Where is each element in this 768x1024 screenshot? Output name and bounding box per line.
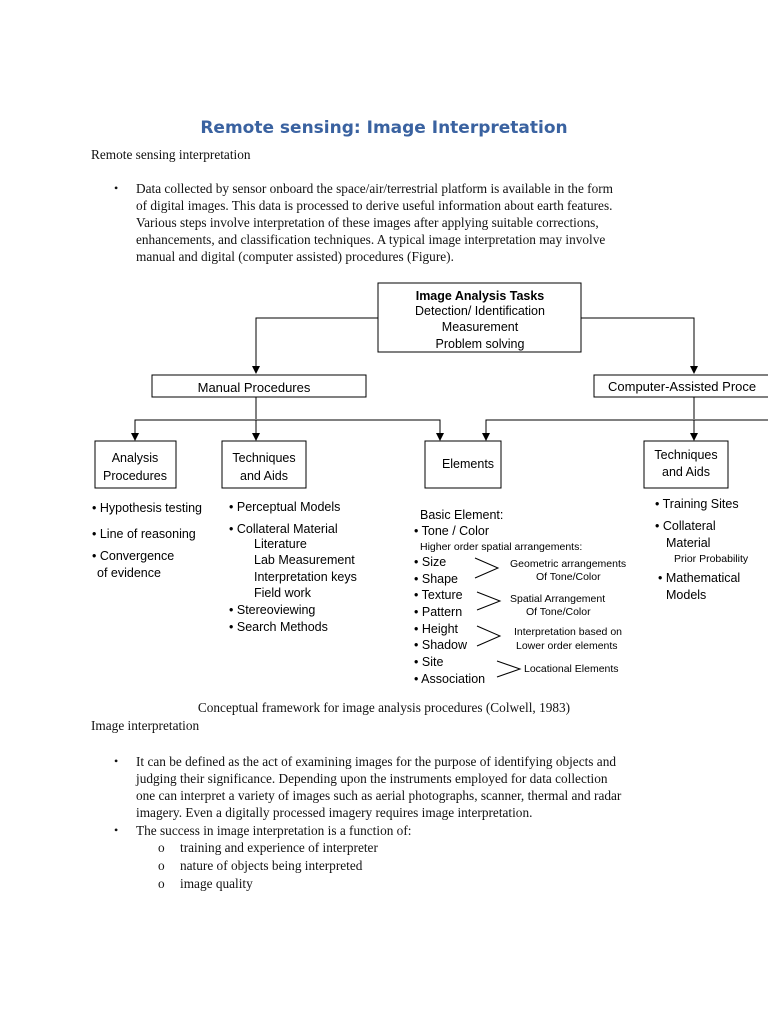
definition-line: judging their significance. Depending up… <box>136 771 608 786</box>
definition-line: imagery. Even a digitally processed imag… <box>136 805 533 820</box>
bullet-marker: • <box>114 181 119 195</box>
comp-item: • Training Sites <box>655 497 739 511</box>
sub-bullet: nature of objects being interpreted <box>180 858 363 873</box>
analysis-item: • Hypothesis testing <box>92 501 202 515</box>
intro-line: enhancements, and classification techniq… <box>136 232 606 247</box>
element-item: • Pattern <box>414 605 462 619</box>
intro-line: Data collected by sensor onboard the spa… <box>136 181 614 196</box>
page-title: Remote sensing: Image Interpretation <box>200 118 568 138</box>
element-item: • Site <box>414 655 443 669</box>
comp-item: Prior Probability <box>674 553 749 565</box>
techniques-label: and Aids <box>240 469 288 483</box>
brace-label: Of Tone/Color <box>526 606 591 618</box>
brace-label: Interpretation based on <box>514 626 622 638</box>
figure-caption: Conceptual framework for image analysis … <box>197 700 571 715</box>
root-line: Detection/ Identification <box>415 304 545 318</box>
definition-bullet: It can be defined as the act of examinin… <box>136 753 621 821</box>
brace-label: Of Tone/Color <box>536 571 601 583</box>
element-item: • Height <box>414 622 459 636</box>
brace <box>496 660 522 678</box>
tech-item: Lab Measurement <box>254 553 355 567</box>
intro-heading: Remote sensing interpretation <box>91 147 251 162</box>
tech-item: • Stereoviewing <box>229 603 315 617</box>
root-title: Image Analysis Tasks <box>416 289 545 303</box>
computer-box <box>593 374 768 398</box>
tech-item: • Search Methods <box>229 620 328 634</box>
brace-label: Locational Elements <box>524 663 619 675</box>
element-item: • Association <box>414 672 485 686</box>
tech-item: • Perceptual Models <box>229 500 340 514</box>
success-bullet: The success in image interpretation is a… <box>136 823 412 838</box>
sub-bullet-marker: o <box>158 858 165 873</box>
manual-label: Manual Procedures <box>198 380 311 395</box>
comp-item: • Mathematical <box>658 571 740 585</box>
elements-label: Elements <box>442 457 494 471</box>
section-heading: Image interpretation <box>91 718 200 733</box>
analysis-item: • Convergence <box>92 549 174 563</box>
intro-bullet: Data collected by sensor onboard the spa… <box>136 180 613 265</box>
elements-header: Basic Element: <box>420 508 503 522</box>
techniques-label: Techniques <box>232 451 295 465</box>
definition-line: one can interpret a variety of images su… <box>136 788 622 803</box>
comp-item: Models <box>666 588 706 602</box>
bullet-marker: • <box>114 754 119 768</box>
sub-bullet-marker: o <box>158 876 165 891</box>
analysis-label: Procedures <box>103 469 167 483</box>
element-item: • Tone / Color <box>414 524 489 538</box>
higher-order-label: Higher order spatial arrangements: <box>420 541 582 553</box>
brace <box>476 625 502 647</box>
techniques2-label: Techniques <box>654 448 717 462</box>
techniques2-label: and Aids <box>662 465 710 479</box>
element-item: • Shape <box>414 572 458 586</box>
analysis-framework-diagram: Image Analysis Tasks Detection/ Identifi… <box>92 282 768 686</box>
comp-item: Material <box>666 536 710 550</box>
brace <box>474 557 500 579</box>
brace <box>476 591 502 611</box>
element-item: • Size <box>414 555 446 569</box>
intro-line: of digital images. This data is processe… <box>136 198 613 213</box>
manual-box <box>151 374 367 398</box>
techniques-box <box>221 440 307 489</box>
connector <box>134 419 444 441</box>
root-line: Measurement <box>442 320 519 334</box>
elements-box <box>424 440 502 489</box>
element-item: • Shadow <box>414 638 468 652</box>
intro-line: Various steps involve interpretation of … <box>136 215 599 230</box>
tech-item: • Collateral Material <box>229 522 338 536</box>
sub-bullet: training and experience of interpreter <box>180 840 378 855</box>
analysis-item: of evidence <box>97 566 161 580</box>
intro-line: manual and digital (computer assisted) p… <box>136 249 454 264</box>
tech-item: Literature <box>254 537 307 551</box>
sub-bullet: image quality <box>180 876 253 891</box>
connector <box>581 317 698 374</box>
comp-item: • Collateral <box>655 519 716 533</box>
root-line: Problem solving <box>436 337 525 351</box>
techniques2-box <box>643 440 729 489</box>
element-item: • Texture <box>414 588 463 602</box>
connector <box>252 317 378 374</box>
sub-bullet-marker: o <box>158 840 165 855</box>
computer-label: Computer-Assisted Proce <box>608 379 756 394</box>
analysis-item: • Line of reasoning <box>92 527 196 541</box>
bullet-marker: • <box>114 823 119 837</box>
tech-item: Field work <box>254 586 312 600</box>
brace-label: Lower order elements <box>516 640 618 652</box>
connector <box>482 419 694 441</box>
brace-label: Spatial Arrangement <box>510 593 605 605</box>
analysis-box <box>94 440 177 489</box>
analysis-label: Analysis <box>112 451 159 465</box>
brace-label: Geometric arrangements <box>510 558 626 570</box>
definition-line: It can be defined as the act of examinin… <box>136 754 617 769</box>
tech-item: Interpretation keys <box>254 570 357 584</box>
